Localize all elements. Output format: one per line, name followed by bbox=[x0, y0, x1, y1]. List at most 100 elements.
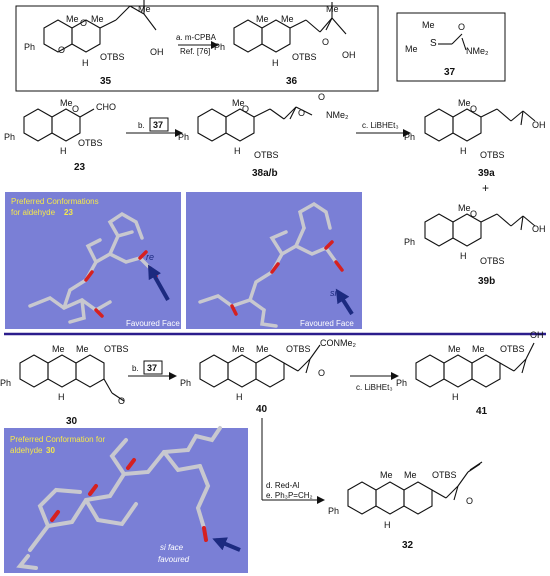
compound-38-structure bbox=[197, 106, 313, 142]
panel-caption-line1: si face bbox=[160, 543, 184, 552]
label-me: Me bbox=[232, 344, 245, 354]
label-oh: OH bbox=[530, 330, 544, 340]
label-h: H bbox=[384, 520, 391, 530]
face-label-si: si bbox=[330, 288, 338, 298]
label-ph: Ph bbox=[180, 378, 191, 388]
label-o: O bbox=[72, 104, 79, 114]
compound-30-structure bbox=[19, 354, 125, 402]
compound-41-label: 41 bbox=[476, 406, 488, 417]
label-ph: Ph bbox=[0, 378, 11, 388]
conformation-panel-30: Preferred Conformation for aldehyde 30 s… bbox=[4, 426, 248, 573]
label-o: O bbox=[318, 92, 325, 102]
ylide-s: S bbox=[430, 38, 437, 49]
label-ph: Ph bbox=[396, 378, 407, 388]
compound-39b-structure bbox=[424, 213, 536, 247]
panel-title-line1: Preferred Conformation for bbox=[10, 435, 105, 444]
label-me: Me bbox=[404, 470, 417, 480]
label-otbs: OTBS bbox=[286, 344, 311, 354]
plus-sign: + bbox=[482, 181, 489, 195]
label-otbs: OTBS bbox=[432, 470, 457, 480]
step-d-label: d. Red-Al bbox=[266, 481, 300, 490]
panel-title-line2: aldehyde bbox=[10, 446, 43, 455]
label-me: Me bbox=[256, 14, 269, 24]
panel-left-caption: Favoured Face bbox=[126, 319, 180, 328]
label-o: O bbox=[298, 108, 305, 118]
compound-32-label: 32 bbox=[402, 540, 414, 551]
compound-36-label: 36 bbox=[286, 76, 298, 87]
label-ph: Ph bbox=[24, 42, 35, 52]
panel-caption-line2: favoured bbox=[158, 555, 190, 564]
compound-40-label: 40 bbox=[256, 404, 268, 415]
label-h: H bbox=[452, 392, 459, 402]
reagent-37-box bbox=[143, 360, 163, 375]
label-otbs: OTBS bbox=[500, 344, 525, 354]
label-oh: OH bbox=[150, 47, 164, 57]
label-me: Me bbox=[458, 203, 471, 213]
label-o: O bbox=[322, 37, 329, 47]
panel-title-num: 30 bbox=[46, 446, 55, 455]
step-b-reagent: 37 bbox=[147, 363, 157, 373]
compound-23-structure bbox=[23, 108, 95, 142]
compound-39a-structure bbox=[424, 108, 536, 142]
label-cho: CHO bbox=[96, 102, 116, 112]
label-ph: Ph bbox=[4, 132, 15, 142]
label-me: Me bbox=[472, 344, 485, 354]
label-me: Me bbox=[60, 98, 73, 108]
compound-39a-label: 39a bbox=[478, 168, 495, 179]
compound-37-box bbox=[396, 12, 506, 82]
compound-39b-label: 39b bbox=[478, 276, 495, 287]
ylide-nme2: NMe₂ bbox=[466, 46, 489, 56]
label-me: Me bbox=[66, 14, 79, 24]
oxygen-atoms bbox=[230, 240, 344, 316]
favoured-face-arrow bbox=[212, 537, 241, 552]
conformation-panel-23-re: Preferred Conformations for aldehyde 23 … bbox=[5, 192, 181, 329]
step-a-line1: a. m-CPBA bbox=[176, 33, 217, 42]
ylide-me-top: Me bbox=[422, 20, 435, 30]
label-me: Me bbox=[232, 98, 245, 108]
step-b-label: b. bbox=[132, 364, 139, 373]
compound-38-label: 38a/b bbox=[252, 168, 278, 179]
label-o: O bbox=[470, 209, 477, 219]
step-e-label: e. Ph₃P=CH₂ bbox=[266, 491, 313, 500]
compound-32-structure bbox=[347, 461, 483, 515]
label-oh: OH bbox=[532, 224, 546, 234]
label-otbs: OTBS bbox=[480, 150, 505, 160]
label-h: H bbox=[460, 251, 467, 261]
label-ph: Ph bbox=[404, 132, 415, 142]
ylide-me-left: Me bbox=[405, 44, 418, 54]
compound-30-label: 30 bbox=[66, 416, 78, 427]
label-o: O bbox=[58, 45, 65, 55]
label-me: Me bbox=[448, 344, 461, 354]
label-me: Me bbox=[52, 344, 65, 354]
compound-37-label: 37 bbox=[444, 67, 456, 78]
favoured-face-arrow bbox=[148, 264, 170, 301]
molecule-3d-model bbox=[16, 426, 222, 570]
step-b-label: b. bbox=[138, 121, 145, 130]
label-h: H bbox=[272, 58, 279, 68]
label-me: Me bbox=[326, 4, 339, 14]
label-otbs: OTBS bbox=[254, 150, 279, 160]
label-otbs: OTBS bbox=[100, 52, 125, 62]
compound-36-structure bbox=[233, 2, 347, 53]
label-ph: Ph bbox=[214, 42, 225, 52]
label-o: O bbox=[118, 396, 125, 406]
panel-left-title-line1: Preferred Conformations bbox=[11, 197, 99, 206]
reagent-37-box bbox=[149, 117, 169, 132]
label-me: Me bbox=[91, 14, 104, 24]
compound-35-structure bbox=[43, 0, 157, 53]
label-o: O bbox=[242, 104, 249, 114]
label-conme2: CONMe₂ bbox=[320, 338, 357, 348]
step-c-label: c. LiBHEt₃ bbox=[362, 121, 399, 130]
label-nme2: NMe₂ bbox=[326, 110, 349, 120]
label-o: O bbox=[318, 368, 325, 378]
step-c-label: c. LiBHEt₃ bbox=[356, 383, 393, 392]
label-otbs: OTBS bbox=[104, 344, 129, 354]
panel-left-title-num: 23 bbox=[64, 208, 73, 217]
step-b-reagent: 37 bbox=[153, 120, 163, 130]
label-h: H bbox=[82, 58, 89, 68]
label-me: Me bbox=[380, 470, 393, 480]
label-oh: OH bbox=[342, 50, 356, 60]
label-ph: Ph bbox=[178, 132, 189, 142]
label-ph: Ph bbox=[404, 237, 415, 247]
